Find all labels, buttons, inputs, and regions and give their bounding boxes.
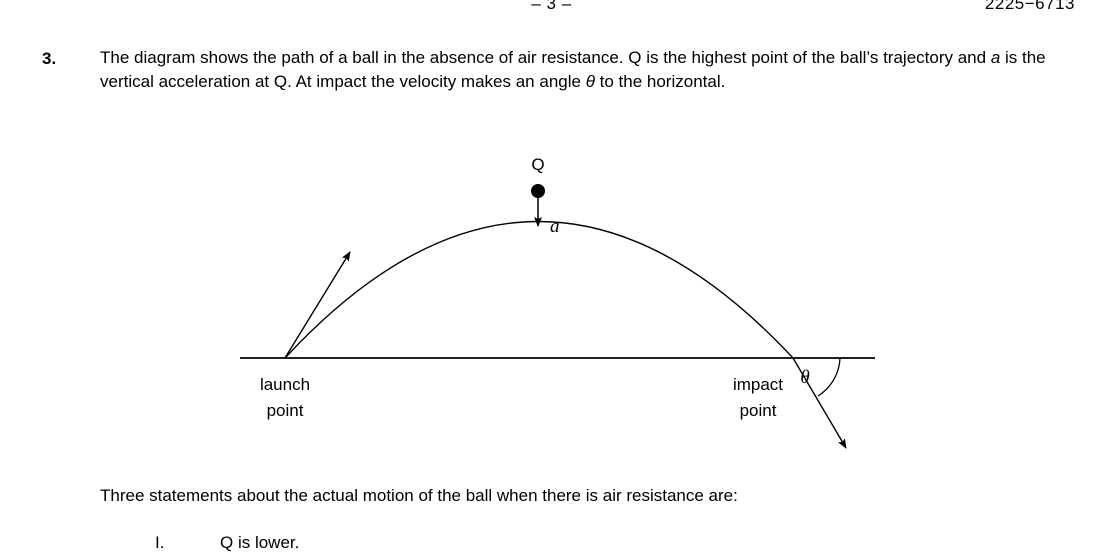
launch-velocity-arrow (284, 251, 351, 359)
impact-point-label-line1: impact (733, 375, 783, 394)
angle-label-theta: θ (800, 367, 809, 388)
statement-row: I. Q is lower. (100, 530, 1050, 556)
projectile-diagram: Q a θ launch point impact point (0, 140, 1103, 470)
statements-lead-in: Three statements about the actual motion… (100, 486, 738, 505)
page-number-header: – 3 – (531, 0, 572, 13)
question-number: 3. (42, 49, 57, 68)
launch-point-label-line2: point (267, 401, 304, 420)
ball-marker-at-q (531, 184, 545, 198)
question-symbol-a: a (990, 48, 1001, 67)
acceleration-label-a: a (550, 216, 560, 237)
apex-label-q: Q (531, 155, 544, 174)
impact-point-label-line2: point (740, 401, 777, 420)
paper-code-header: 2225−6713 (984, 0, 1075, 13)
statements-list: I. Q is lower. (100, 530, 1050, 556)
question-symbol-theta: θ (585, 72, 595, 91)
statement-numeral: I. (155, 533, 165, 552)
projectile-diagram-svg: Q a θ launch point impact point (240, 155, 875, 449)
trajectory-path (284, 220, 794, 359)
question-text: The diagram shows the path of a ball in … (100, 46, 1050, 94)
statement-text: Q is lower. (220, 533, 300, 552)
launch-point-label-line1: launch (260, 375, 310, 394)
question-text-part-3: to the horizontal. (594, 72, 726, 91)
question-text-part-1: The diagram shows the path of a ball in … (100, 48, 991, 67)
impact-velocity-arrow (792, 357, 847, 449)
angle-arc (817, 357, 841, 397)
question-text-part-2: is the vertical acceleration at Q. At im… (100, 48, 1046, 91)
